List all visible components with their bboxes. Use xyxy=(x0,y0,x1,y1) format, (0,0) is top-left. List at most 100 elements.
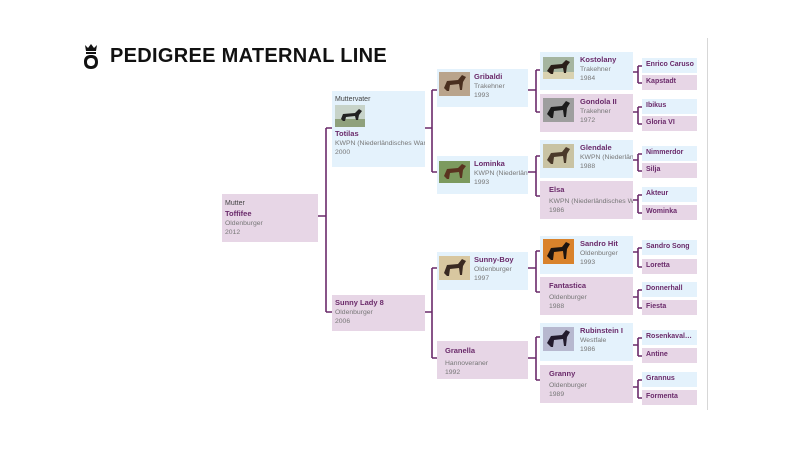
horse-breed: KWPN (Niederländisches Warmblut) xyxy=(580,154,633,161)
pedigree-card-maternal-grandsire[interactable]: Muttervater Totilas KWPN (Niederländisch… xyxy=(332,91,425,167)
horse-photo-icon xyxy=(439,72,470,96)
pedigree-card-gen4-6[interactable]: Fantastica Oldenburger 1988 xyxy=(540,277,633,315)
pedigree-card-gen5-13[interactable]: Rosenkavalier xyxy=(642,330,697,345)
pedigree-card-gen3-3[interactable]: Sunny-Boy Oldenburger 1997 xyxy=(437,252,528,290)
pedigree-card-gen3-4[interactable]: Granella Hannoveraner 1992 xyxy=(437,341,528,379)
pedigree-card-gen5-11[interactable]: Donnerhall xyxy=(642,282,697,297)
horse-name[interactable]: Granny xyxy=(549,369,576,378)
horse-name[interactable]: Kostolany xyxy=(580,55,617,64)
horse-name[interactable]: Rosenkavalier xyxy=(646,333,693,340)
pedigree-card-gen4-5[interactable]: Sandro Hit Oldenburger 1993 xyxy=(540,236,633,274)
horse-breed: Westfale xyxy=(580,337,607,344)
pedigree-card-gen5-1[interactable]: Enrico Caruso xyxy=(642,58,697,73)
horse-photo-icon xyxy=(335,105,365,127)
horse-name[interactable]: Formenta xyxy=(646,393,678,400)
horse-year: 1986 xyxy=(549,207,565,214)
pedigree-card-gen5-14[interactable]: Antine xyxy=(642,348,697,363)
pedigree-card-gen3-2[interactable]: Lominka KWPN (Niederländisches Warmblut)… xyxy=(437,156,528,194)
page-header: PEDIGREE MATERNAL LINE xyxy=(82,42,387,70)
horse-name[interactable]: Sunny Lady 8 xyxy=(335,298,384,307)
pedigree-card-gen5-8[interactable]: Wominka xyxy=(642,205,697,220)
horse-breed: Oldenburger xyxy=(549,382,587,389)
horse-breed: Hannoveraner xyxy=(445,360,489,367)
horse-year: 1986 xyxy=(580,346,596,353)
horse-year: 1988 xyxy=(549,303,565,310)
horse-name[interactable]: Sandro Song xyxy=(646,243,690,250)
horse-name[interactable]: Rubinstein I xyxy=(580,326,623,335)
pedigree-card-gen5-3[interactable]: Ibikus xyxy=(642,99,697,114)
horse-year: 1993 xyxy=(474,179,490,186)
horse-year: 2000 xyxy=(335,149,351,156)
horse-photo-icon xyxy=(543,239,574,264)
horse-breed: Oldenburger xyxy=(335,309,373,316)
pedigree-card-gen4-7[interactable]: Rubinstein I Westfale 1986 xyxy=(540,323,633,361)
horse-name[interactable]: Kapstadt xyxy=(646,78,676,85)
horse-year: 1988 xyxy=(580,163,596,170)
pedigree-card-gen5-10[interactable]: Loretta xyxy=(642,259,697,274)
horse-year: 2012 xyxy=(225,229,241,236)
horse-photo-icon xyxy=(543,57,574,79)
pedigree-card-mother[interactable]: Mutter Toffifee Oldenburger 2012 xyxy=(222,194,318,242)
pedigree-card-maternal-granddam[interactable]: Sunny Lady 8 Oldenburger 2006 xyxy=(332,295,425,331)
page-title: PEDIGREE MATERNAL LINE xyxy=(110,44,387,67)
horse-name[interactable]: Enrico Caruso xyxy=(646,61,694,68)
horse-year: 1993 xyxy=(474,92,490,99)
horse-year: 1984 xyxy=(580,75,596,82)
horse-year: 1989 xyxy=(549,391,565,398)
horse-breed: Trakehner xyxy=(474,83,505,90)
horse-name[interactable]: Fiesta xyxy=(646,303,667,310)
pedigree-card-gen5-2[interactable]: Kapstadt xyxy=(642,75,697,90)
horse-name[interactable]: Wominka xyxy=(646,208,677,215)
horse-year: 2006 xyxy=(335,318,351,325)
horse-breed: KWPN (Niederländisches Warmblut) xyxy=(474,170,528,177)
horse-name[interactable]: Akteur xyxy=(646,190,669,197)
pedigree-card-gen5-5[interactable]: Nimmerdor xyxy=(642,146,697,161)
horse-year: 1993 xyxy=(580,259,596,266)
horse-name[interactable]: Silja xyxy=(646,166,661,173)
horse-name[interactable]: Glendale xyxy=(580,143,612,152)
horse-name[interactable]: Totilas xyxy=(335,129,359,138)
pedigree-card-gen4-2[interactable]: Gondola II Trakehner 1972 xyxy=(540,94,633,132)
pedigree-card-gen4-3[interactable]: Glendale KWPN (Niederländisches Warmblut… xyxy=(540,140,633,178)
pedigree-card-gen5-15[interactable]: Grannus xyxy=(642,372,697,387)
horse-name[interactable]: Fantastica xyxy=(549,281,587,290)
pedigree-card-gen4-8[interactable]: Granny Oldenburger 1989 xyxy=(540,365,633,403)
horse-breed: Oldenburger xyxy=(225,220,263,227)
pedigree-card-gen4-1[interactable]: Kostolany Trakehner 1984 xyxy=(540,52,633,90)
horse-name[interactable]: Sandro Hit xyxy=(580,239,618,248)
pedigree-card-gen5-12[interactable]: Fiesta xyxy=(642,300,697,315)
horse-name[interactable]: Granella xyxy=(445,346,476,355)
horse-name[interactable]: Ibikus xyxy=(646,102,667,109)
horse-name[interactable]: Lominka xyxy=(474,159,505,168)
horse-name[interactable]: Nimmerdor xyxy=(646,149,684,156)
horse-name[interactable]: Sunny-Boy xyxy=(474,255,514,264)
pedigree-card-gen4-4[interactable]: Elsa KWPN (Niederländisches Warmblut) 19… xyxy=(540,181,633,219)
pedigree-card-gen5-6[interactable]: Silja xyxy=(642,163,697,178)
scrollbar-divider xyxy=(707,38,708,410)
horse-name[interactable]: Elsa xyxy=(549,185,565,194)
card-role: Muttervater xyxy=(335,96,371,103)
horse-name[interactable]: Antine xyxy=(646,351,668,358)
horse-breed: KWPN (Niederländisches Warmblut) xyxy=(549,198,633,205)
horse-name[interactable]: Grannus xyxy=(646,375,675,382)
horse-head-logo-icon xyxy=(84,44,98,69)
pedigree-card-gen3-1[interactable]: Gribaldi Trakehner 1993 xyxy=(437,69,528,107)
pedigree-card-gen5-7[interactable]: Akteur xyxy=(642,187,697,202)
horse-breed: KWPN (Niederländisches Warmblut) xyxy=(335,140,425,147)
horse-name[interactable]: Gondola II xyxy=(580,97,617,106)
pedigree-card-gen5-9[interactable]: Sandro Song xyxy=(642,240,697,255)
horse-breed: Trakehner xyxy=(580,66,611,73)
pedigree-card-gen5-4[interactable]: Gloria VI xyxy=(642,116,697,131)
horse-name[interactable]: Gribaldi xyxy=(474,72,503,81)
horse-breed: Trakehner xyxy=(580,108,611,115)
horse-name[interactable]: Loretta xyxy=(646,262,670,269)
horse-name[interactable]: Toffifee xyxy=(225,209,252,218)
horse-photo-icon xyxy=(543,98,574,122)
horse-breed: Oldenburger xyxy=(549,294,587,301)
pedigree-card-gen5-16[interactable]: Formenta xyxy=(642,390,697,405)
horse-year: 1992 xyxy=(445,369,461,376)
horse-year: 1972 xyxy=(580,117,596,124)
horse-name[interactable]: Donnerhall xyxy=(646,285,683,292)
horse-name[interactable]: Gloria VI xyxy=(646,119,675,126)
